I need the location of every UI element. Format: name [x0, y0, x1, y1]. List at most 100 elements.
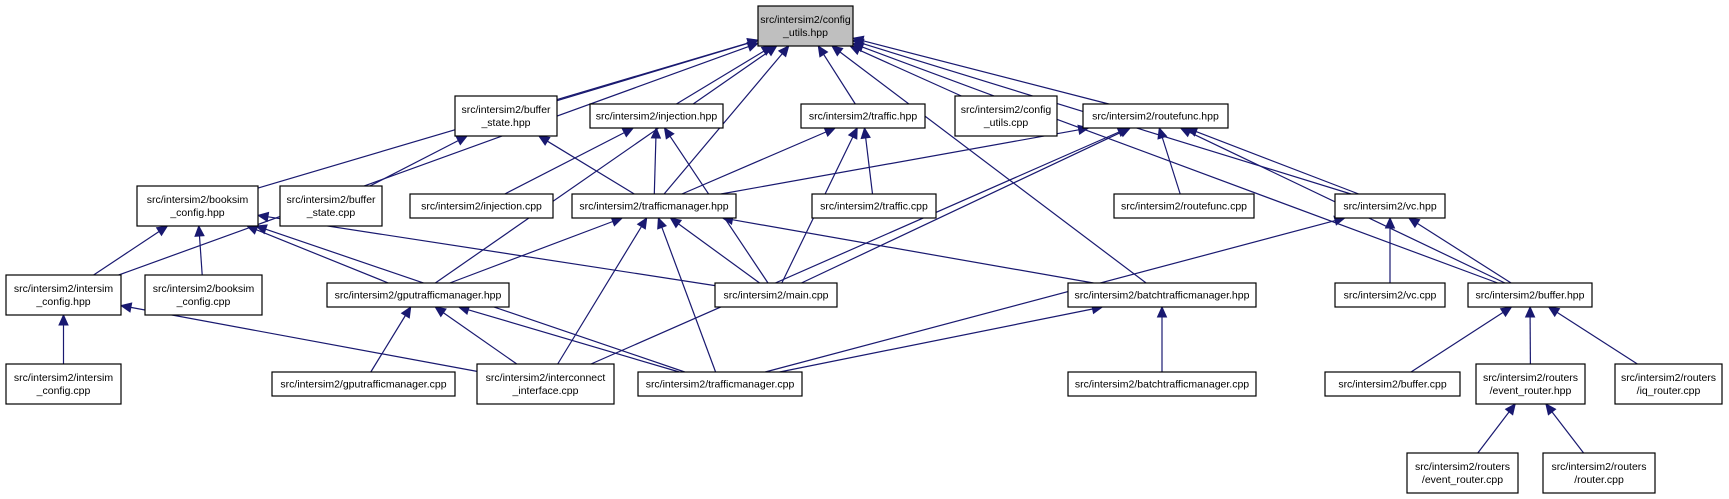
node-label: src/intersim2/interconnect: [486, 372, 606, 384]
edge-line: [801, 131, 1122, 284]
edge-interconnect_interface_cpp-to-gputrafficmanager_hpp: [434, 306, 518, 365]
node-box: [271, 371, 456, 397]
edge-arrowhead: [636, 216, 648, 230]
node-config-utils-cpp[interactable]: src/intersim2/config_utils.cpp: [954, 95, 1058, 137]
edge-arrowhead: [119, 302, 133, 313]
edge-line: [1410, 311, 1504, 373]
node-intersim-config-hpp[interactable]: src/intersim2/intersim_config.hpp: [5, 274, 122, 316]
node-label: src/intersim2/routers: [1621, 372, 1716, 384]
edge-arrowhead: [851, 42, 865, 53]
edge-arrowhead: [817, 44, 829, 58]
node-box: [454, 95, 558, 137]
node-routefunc-hpp[interactable]: src/intersim2/routefunc.hpp: [1082, 103, 1229, 129]
node-box: [1067, 371, 1257, 397]
node-label: src/intersim2/routers: [1483, 372, 1578, 384]
edge-routefunc_cpp-to-routefunc_hpp: [1157, 126, 1181, 195]
node-label: src/intersim2/gputrafficmanager.hpp: [335, 290, 502, 302]
node-injection-hpp[interactable]: src/intersim2/injection.hpp: [589, 103, 724, 129]
edge-arrowhead: [400, 305, 412, 319]
edge-booksim_config_cpp-to-booksim_config_hpp: [194, 224, 205, 276]
edge-main_cpp-to-booksim_config_hpp: [256, 211, 716, 287]
node-label: src/intersim2/intersim: [14, 372, 113, 384]
node-box: [1082, 103, 1229, 129]
edge-line: [370, 315, 406, 373]
edge-line: [839, 51, 1147, 284]
node-label: src/intersim2/intersim: [14, 283, 113, 295]
node-buffer-state-hpp[interactable]: src/intersim2/buffer_state.hpp: [454, 95, 558, 137]
node-traffic-cpp[interactable]: src/intersim2/traffic.cpp: [811, 193, 937, 219]
node-main-cpp[interactable]: src/intersim2/main.cpp: [714, 282, 838, 308]
edge-line: [130, 306, 478, 372]
node-label: src/intersim2/batchtrafficmanager.hpp: [1075, 290, 1250, 302]
edge-arrowhead: [537, 135, 551, 146]
edge-intersim_config_hpp-to-booksim_config_hpp: [93, 225, 169, 276]
edge-line: [678, 223, 760, 284]
node-batchtrafficmanager-cpp[interactable]: src/intersim2/batchtrafficmanager.cpp: [1067, 371, 1257, 397]
node-label: src/intersim2/buffer.cpp: [1338, 379, 1447, 391]
node-trafficmanager-hpp[interactable]: src/intersim2/trafficmanager.hpp: [571, 193, 737, 219]
edge-routefunc_hpp-to-config_utils_hpp: [851, 35, 1109, 105]
node-injection-cpp[interactable]: src/intersim2/injection.cpp: [409, 193, 554, 219]
edge-traffic_hpp-to-config_utils_hpp: [817, 44, 856, 105]
edge-line: [681, 131, 827, 195]
node-booksim-config-cpp[interactable]: src/intersim2/booksim_config.cpp: [144, 274, 263, 316]
edge-arrowhead: [650, 126, 662, 139]
node-label: _state.cpp: [306, 207, 356, 219]
node-box: [571, 193, 737, 219]
node-gputrafficmanager-hpp[interactable]: src/intersim2/gputrafficmanager.hpp: [326, 282, 510, 308]
edge-iq_router_cpp-to-buffer_hpp: [1547, 306, 1638, 365]
node-box: [326, 282, 510, 308]
node-booksim-config-hpp[interactable]: src/intersim2/booksim_config.hpp: [136, 185, 259, 227]
node-interconnect-interface-cpp[interactable]: src/intersim2/interconnect_interface.cpp: [476, 363, 615, 405]
node-box: [5, 274, 122, 316]
edge-buffer_hpp-to-config_utils_hpp: [851, 42, 1498, 284]
edge-gputrafficmanager_cpp-to-gputrafficmanager_hpp: [370, 305, 412, 373]
node-label: src/intersim2/routefunc.hpp: [1092, 111, 1219, 123]
node-config-utils-hpp[interactable]: src/intersim2/config_utils.hpp: [757, 5, 854, 47]
edge-line: [1195, 131, 1359, 195]
node-buffer-cpp[interactable]: src/intersim2/buffer.cpp: [1324, 371, 1461, 397]
node-box: [1324, 371, 1461, 397]
node-vc-hpp[interactable]: src/intersim2/vc.hpp: [1334, 193, 1446, 219]
node-buffer-hpp[interactable]: src/intersim2/buffer.hpp: [1467, 282, 1593, 308]
edge-line: [720, 129, 1079, 195]
node-box: [136, 185, 259, 227]
edge-vc_cpp-to-vc_hpp: [1384, 216, 1396, 283]
edge-line: [369, 140, 459, 187]
node-vc-cpp[interactable]: src/intersim2/vc.cpp: [1334, 282, 1446, 308]
node-label: src/intersim2/traffic.hpp: [809, 111, 918, 123]
node-batchtrafficmanager-hpp[interactable]: src/intersim2/batchtrafficmanager.hpp: [1067, 282, 1257, 308]
edge-router_cpp-to-event_router_hpp: [1545, 403, 1585, 454]
node-gputrafficmanager-cpp[interactable]: src/intersim2/gputrafficmanager.cpp: [271, 371, 456, 397]
edge-line: [823, 54, 856, 105]
node-trafficmanager-cpp[interactable]: src/intersim2/trafficmanager.cpp: [637, 371, 803, 397]
node-event-router-cpp[interactable]: src/intersim2/routers/event_router.cpp: [1406, 452, 1519, 494]
edge-arrowhead: [245, 225, 259, 235]
node-label: src/intersim2/vc.hpp: [1343, 201, 1437, 213]
edge-arrowhead: [860, 126, 871, 140]
node-buffer-state-cpp[interactable]: src/intersim2/buffer_state.cpp: [279, 185, 383, 227]
edge-line: [93, 231, 160, 276]
edge-arrowhead: [847, 126, 858, 140]
edge-line: [468, 309, 680, 373]
node-label: src/intersim2/routers: [1551, 461, 1646, 473]
node-box: [5, 363, 122, 405]
node-router-cpp[interactable]: src/intersim2/routers/router.cpp: [1542, 452, 1656, 494]
node-event-router-hpp[interactable]: src/intersim2/routers/event_router.hpp: [1475, 363, 1586, 405]
node-box: [409, 193, 554, 219]
node-routefunc-cpp[interactable]: src/intersim2/routefunc.cpp: [1113, 193, 1255, 219]
edge-line: [434, 51, 769, 284]
edge-line: [1556, 311, 1638, 365]
node-traffic-hpp[interactable]: src/intersim2/traffic.hpp: [800, 103, 926, 129]
node-box: [1406, 452, 1519, 494]
edge-arrowhead: [256, 211, 270, 223]
node-intersim-config-cpp[interactable]: src/intersim2/intersim_config.cpp: [5, 363, 122, 405]
node-label: src/intersim2/buffer: [286, 194, 376, 206]
node-iq-router-cpp[interactable]: src/intersim2/routers/iq_router.cpp: [1614, 363, 1723, 405]
edge-arrowhead: [1547, 306, 1561, 318]
node-label: _config.cpp: [176, 296, 231, 308]
edge-buffer_state_cpp-to-buffer_state_hpp: [369, 135, 469, 187]
edge-line: [1161, 137, 1181, 195]
edge-gputrafficmanager_hpp-to-booksim_config_hpp: [245, 225, 389, 284]
